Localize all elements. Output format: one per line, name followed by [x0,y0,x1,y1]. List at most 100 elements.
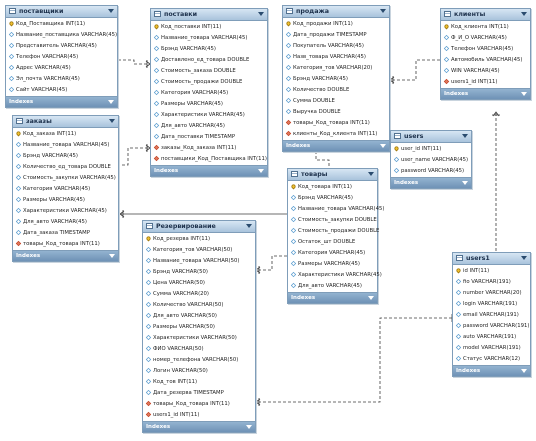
column-row[interactable]: user_name VARCHAR(45) [391,155,471,166]
column-row[interactable]: Характеристики VARCHAR(45) [288,270,382,281]
collapse-arrow-icon[interactable] [246,224,252,228]
column-row[interactable]: ФИО VARCHAR(50) [143,344,255,355]
column-row[interactable]: Код_продажи INT(11) [283,19,389,30]
column-row[interactable]: Размеры VARCHAR(45) [151,99,267,110]
column-row[interactable]: users1_id INT(11) [143,410,255,421]
column-row[interactable]: Код_Поставщика INT(11) [6,19,117,30]
table-header[interactable]: поставщики [6,6,117,18]
column-row[interactable]: поставщики_Код_Поставщика INT(11) [151,154,267,165]
column-row[interactable]: Дата_резерва TIMESTAMP [143,388,255,399]
column-row[interactable]: Характеристики VARCHAR(50) [143,333,255,344]
table-header[interactable]: users [391,131,471,143]
column-row[interactable]: Брэнд VARCHAR(50) [143,267,255,278]
column-row[interactable]: Код_поставки INT(11) [151,22,267,33]
column-row[interactable]: number VARCHAR(20) [453,288,530,299]
column-row[interactable]: Количество VARCHAR(50) [143,300,255,311]
column-row[interactable]: user_id INT(11) [391,144,471,155]
column-row[interactable]: Для_авто VARCHAR(45) [151,121,267,132]
column-row[interactable]: Количество DOUBLE [283,85,389,96]
collapse-arrow-icon[interactable] [380,9,386,13]
column-row[interactable]: Ф_И_О VARCHAR(45) [441,33,530,44]
column-row[interactable]: Категория VARCHAR(45) [288,248,377,259]
column-row[interactable]: Адрес VARCHAR(45) [6,63,117,74]
column-row[interactable]: Брэнд VARCHAR(45) [288,193,377,204]
column-row[interactable]: Статус VARCHAR(12) [453,354,530,365]
column-row[interactable]: Категория VARCHAR(45) [151,88,267,99]
table-header[interactable]: поставки [151,9,267,21]
column-row[interactable]: товары_Код_товара INT(11) [13,239,118,250]
indexes-section[interactable]: Indexes [151,165,267,176]
column-row[interactable]: товары_Код_товара INT(11) [143,399,255,410]
column-row[interactable]: Размеры VARCHAR(45) [288,259,377,270]
column-row[interactable]: заказы_Код_заказа INT(11) [151,143,267,154]
column-row[interactable]: Телефон VARCHAR(45) [6,52,117,63]
collapse-arrow-icon[interactable] [368,172,374,176]
table-header[interactable]: users1 [453,253,530,265]
collapse-arrow-icon[interactable] [521,256,527,260]
indexes-section[interactable]: Indexes [6,96,117,107]
column-row[interactable]: Название_товара VARCHAR(45) [13,140,118,151]
indexes-section[interactable]: Indexes [288,292,377,303]
column-row[interactable]: Представитель VARCHAR(45) [6,41,117,52]
indexes-section[interactable]: Indexes [13,250,118,261]
indexes-section[interactable]: Indexes [283,140,389,151]
column-row[interactable]: Размеры VARCHAR(45) [13,195,118,206]
column-row[interactable]: Характеристики VARCHAR(45) [151,110,267,121]
expand-arrow-icon[interactable] [521,369,527,373]
column-row[interactable]: Дата_поставки TIMESTAMP [151,132,267,143]
collapse-arrow-icon[interactable] [521,12,527,16]
column-row[interactable]: Доставлено_ед_товара DOUBLE [151,55,267,66]
column-row[interactable]: Количество_ед_товара DOUBLE [13,162,118,173]
indexes-section[interactable]: Indexes [441,88,530,99]
expand-arrow-icon[interactable] [246,425,252,429]
column-row[interactable]: email VARCHAR(191) [453,310,530,321]
expand-arrow-icon[interactable] [380,144,386,148]
column-row[interactable]: Название_поставщика VARCHAR(45) [6,30,117,41]
column-row[interactable]: password VARCHAR(45) [391,166,471,177]
column-row[interactable]: Эл_почта VARCHAR(45) [6,74,117,85]
expand-arrow-icon[interactable] [368,296,374,300]
collapse-arrow-icon[interactable] [109,119,115,123]
table-header[interactable]: Резервирование [143,221,255,233]
column-row[interactable]: Стоимость_продажи DOUBLE [151,77,267,88]
expand-arrow-icon[interactable] [108,100,114,104]
column-row[interactable]: Код_резерва INT(11) [143,234,255,245]
column-row[interactable]: Код_тов INT(11) [143,377,255,388]
column-row[interactable]: Категория_тов VARCHAR(20) [283,63,389,74]
column-row[interactable]: Название_товара VARCHAR(45) [151,33,267,44]
column-row[interactable]: model VARCHAR(191) [453,343,530,354]
column-row[interactable]: Для_авто VARCHAR(45) [288,281,377,292]
column-row[interactable]: Выручка DOUBLE [283,107,389,118]
collapse-arrow-icon[interactable] [108,9,114,13]
column-row[interactable]: Название_товара VARCHAR(50) [143,256,255,267]
column-row[interactable]: Для_авто VARCHAR(45) [13,217,118,228]
column-row[interactable]: Стоимость_закупки VARCHAR(45) [13,173,118,184]
column-row[interactable]: Цена VARCHAR(50) [143,278,255,289]
column-row[interactable]: Стоимость_продажи DOUBLE [288,226,379,237]
column-row[interactable]: auto VARCHAR(191) [453,332,530,343]
column-row[interactable]: id INT(11) [453,266,530,277]
column-row[interactable]: Дата_продажи TIMESTAMP [283,30,389,41]
column-row[interactable]: login VARCHAR(191) [453,299,530,310]
indexes-section[interactable]: Indexes [453,365,530,376]
column-row[interactable]: Сайт VARCHAR(45) [6,85,117,96]
column-row[interactable]: Категория VARCHAR(45) [13,184,118,195]
column-row[interactable]: users1_id INT(11) [441,77,530,88]
column-row[interactable]: Брэнд VARCHAR(45) [151,44,267,55]
column-row[interactable]: Дата_заказа TIMESTAMP [13,228,118,239]
column-row[interactable]: Характеристики VARCHAR(45) [13,206,118,217]
table-header[interactable]: продажа [283,6,389,18]
expand-arrow-icon[interactable] [462,181,468,185]
collapse-arrow-icon[interactable] [462,134,468,138]
column-row[interactable]: password VARCHAR(191) [453,321,530,332]
table-header[interactable]: товары [288,169,377,181]
column-row[interactable]: Для_авто VARCHAR(50) [143,311,255,322]
column-row[interactable]: Категория_тов VARCHAR(50) [143,245,255,256]
